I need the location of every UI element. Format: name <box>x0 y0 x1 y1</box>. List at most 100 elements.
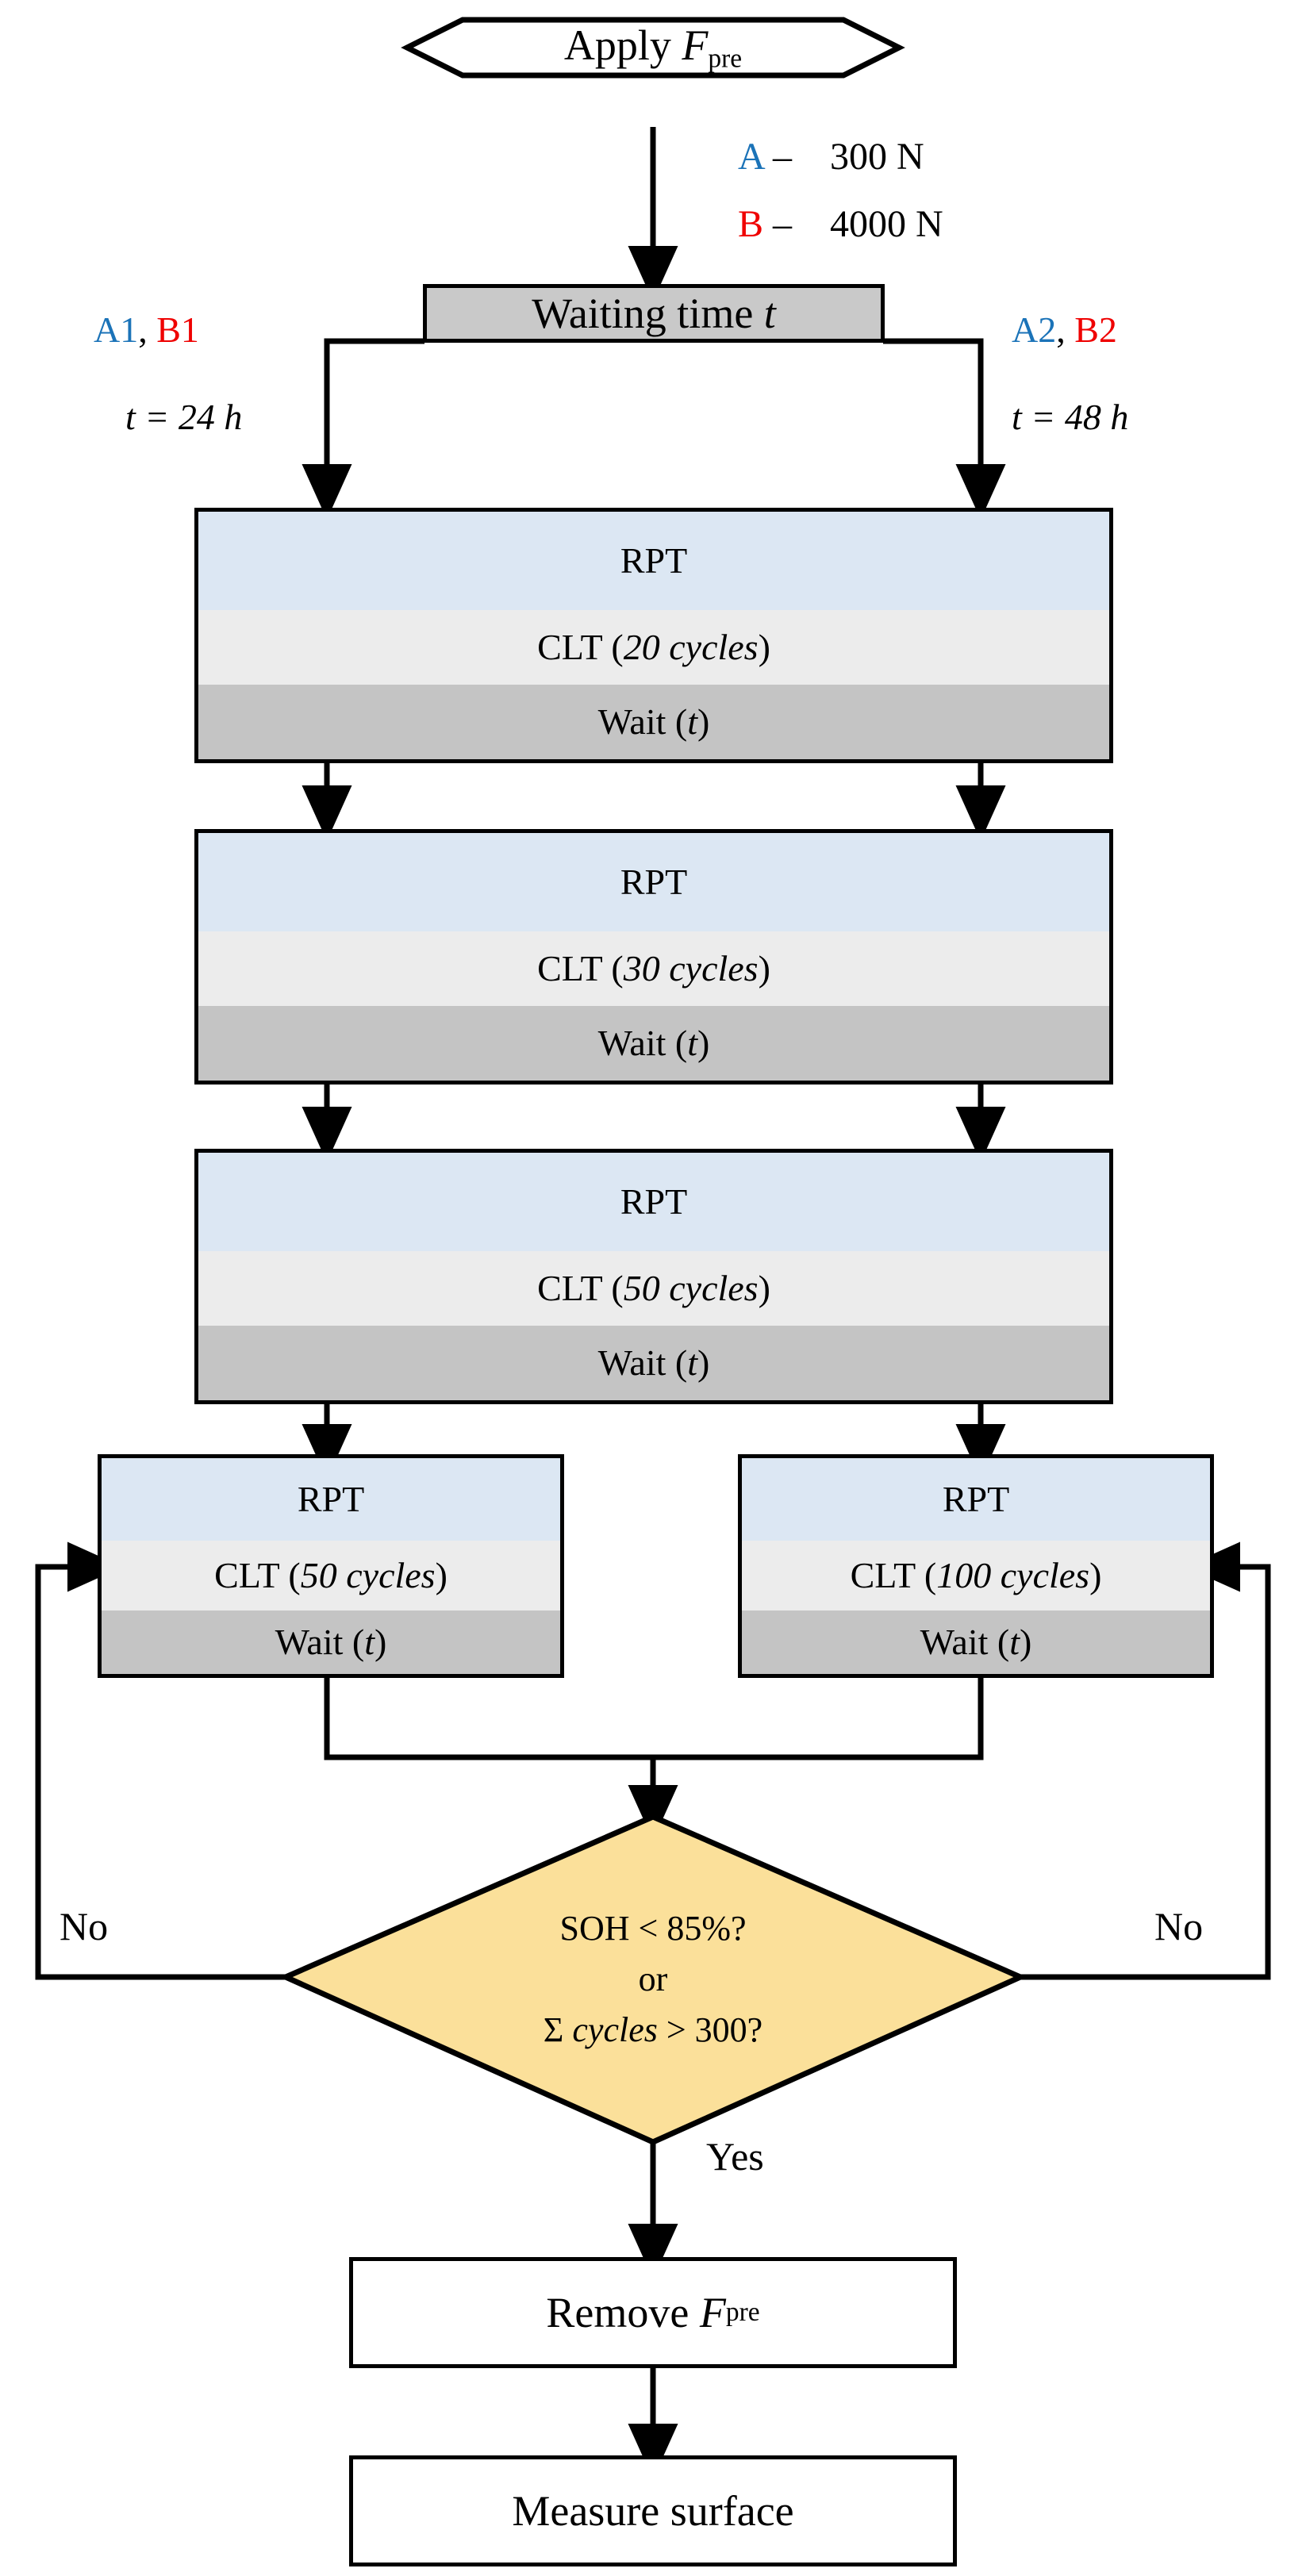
start-label-text: Apply <box>563 21 671 69</box>
loop-left-rpt-label: RPT <box>297 1479 365 1519</box>
block-1-rpt-band: RPT <box>198 512 1109 610</box>
decision-no-left-label: No <box>60 1904 109 1948</box>
loop-left-wait-prefix: Wait ( <box>275 1622 365 1662</box>
process-block-1[interactable]: RPT CLT (20 cycles) Wait (t) <box>194 508 1113 763</box>
block-2-wait-value: t <box>687 1023 697 1063</box>
loop-right-rpt-band: RPT <box>742 1458 1210 1541</box>
measure-label-text: Measure surface <box>512 2487 794 2535</box>
decision-line-2: or <box>638 1960 668 1999</box>
decision-yes-label: Yes <box>706 2134 764 2179</box>
remove-label-symbol: F <box>699 2289 726 2336</box>
block-2-clt-suffix: ) <box>758 948 770 989</box>
block-1-wait-band: Wait (t) <box>198 685 1109 759</box>
loop-left-clt-band: CLT (50 cycles) <box>102 1541 560 1610</box>
block-2-rpt-band: RPT <box>198 833 1109 931</box>
loop-right-rpt-label: RPT <box>942 1479 1010 1519</box>
block-3-wait-suffix: ) <box>697 1342 710 1383</box>
branch-left-code-a1: A1 <box>94 309 139 350</box>
block-3-clt-suffix: ) <box>758 1268 770 1308</box>
decision-no-right-label: No <box>1154 1904 1204 1948</box>
branch-right-separator: , <box>1056 309 1066 350</box>
block-1-wait-prefix: Wait ( <box>597 701 688 742</box>
block-3-clt-prefix: CLT ( <box>537 1268 624 1308</box>
loop-left-rpt-band: RPT <box>102 1458 560 1541</box>
loop-left-wait-band: Wait (t) <box>102 1610 560 1674</box>
legend-dash-a: – <box>773 136 793 178</box>
loop-right-wait-prefix: Wait ( <box>920 1622 1010 1662</box>
loop-right-clt-value: 100 cycles <box>936 1555 1090 1595</box>
waiting-time-node[interactable]: Waiting time t <box>423 284 885 343</box>
decision-threshold: > 300? <box>666 2010 763 2049</box>
block-1-wait-suffix: ) <box>697 701 710 742</box>
waiting-time-variable: t <box>763 290 776 337</box>
block-3-rpt-band: RPT <box>198 1153 1109 1251</box>
loop-left-wait-value: t <box>364 1622 375 1662</box>
block-3-clt-band: CLT (50 cycles) <box>198 1251 1109 1326</box>
loop-left-wait-suffix: ) <box>374 1622 387 1662</box>
start-node-apply-force[interactable]: Apply Fpre <box>375 16 931 79</box>
loop-left-clt-value: 50 cycles <box>300 1555 436 1595</box>
process-block-2[interactable]: RPT CLT (30 cycles) Wait (t) <box>194 829 1113 1085</box>
legend-code-a: A <box>738 136 764 178</box>
block-3-wait-value: t <box>687 1342 697 1383</box>
branch-left-code-b1: B1 <box>156 309 199 350</box>
loop-left-clt-suffix: ) <box>435 1555 447 1595</box>
start-node-label: Apply Fpre <box>564 24 742 72</box>
branch-right-code-a2: A2 <box>1012 309 1057 350</box>
block-3-wait-prefix: Wait ( <box>597 1342 688 1383</box>
block-1-clt-suffix: ) <box>758 627 770 667</box>
loop-right-clt-band: CLT (100 cycles) <box>742 1541 1210 1610</box>
block-2-wait-band: Wait (t) <box>198 1006 1109 1081</box>
loop-block-left[interactable]: RPT CLT (50 cycles) Wait (t) <box>98 1454 564 1678</box>
block-2-clt-band: CLT (30 cycles) <box>198 931 1109 1006</box>
legend-dash-b: – <box>773 203 793 245</box>
start-label-subscript: pre <box>708 43 743 73</box>
loop-right-wait-value: t <box>1009 1622 1020 1662</box>
block-2-wait-suffix: ) <box>697 1023 710 1063</box>
legend-row-b: B – 4000 N <box>738 202 943 246</box>
legend-value-b: 4000 N <box>830 203 943 245</box>
loop-right-clt-suffix: ) <box>1089 1555 1102 1595</box>
block-1-clt-prefix: CLT ( <box>537 627 624 667</box>
block-3-clt-value: 50 cycles <box>623 1268 759 1308</box>
waiting-time-label: Waiting time <box>532 290 754 337</box>
branch-label-right-time: t = 48 h <box>1012 397 1129 437</box>
process-block-3[interactable]: RPT CLT (50 cycles) Wait (t) <box>194 1149 1113 1404</box>
start-label-symbol: F <box>682 21 709 69</box>
loop-right-wait-suffix: ) <box>1019 1622 1032 1662</box>
block-1-wait-value: t <box>687 701 697 742</box>
block-1-clt-value: 20 cycles <box>623 627 759 667</box>
decision-cycles-word: cycles <box>572 2010 658 2049</box>
block-2-wait-prefix: Wait ( <box>597 1023 688 1063</box>
block-3-rpt-label: RPT <box>620 1181 688 1222</box>
remove-label-subscript: pre <box>725 2298 760 2328</box>
legend-code-b: B <box>738 203 764 245</box>
block-1-rpt-label: RPT <box>620 540 688 581</box>
branch-right-code-b2: B2 <box>1074 309 1117 350</box>
branch-label-left-time: t = 24 h <box>125 397 243 437</box>
decision-sigma-symbol: Σ <box>543 2010 564 2049</box>
branch-left-separator: , <box>138 309 148 350</box>
block-3-wait-band: Wait (t) <box>198 1326 1109 1400</box>
branch-label-right-codes: A2, B2 <box>1012 309 1117 351</box>
legend-value-a: 300 N <box>830 136 924 178</box>
decision-line-3: Σ cycles > 300? <box>544 2005 762 2056</box>
block-1-clt-band: CLT (20 cycles) <box>198 610 1109 685</box>
branch-label-left-codes: A1, B1 <box>94 309 199 351</box>
decision-text: SOH < 85%? or Σ cycles > 300? <box>282 1813 1024 2146</box>
block-2-clt-prefix: CLT ( <box>537 948 624 989</box>
loop-left-clt-prefix: CLT ( <box>214 1555 301 1595</box>
block-2-clt-value: 30 cycles <box>623 948 759 989</box>
decision-line-1: SOH < 85%? <box>559 1909 747 1948</box>
loop-right-wait-band: Wait (t) <box>742 1610 1210 1674</box>
decision-node[interactable]: SOH < 85%? or Σ cycles > 300? <box>282 1813 1024 2146</box>
hexagon-shape <box>401 17 905 79</box>
diamond-shape <box>282 1814 1024 2145</box>
remove-label-text: Remove <box>546 2289 689 2336</box>
legend-row-a: A – 300 N <box>738 135 924 179</box>
loop-block-right[interactable]: RPT CLT (100 cycles) Wait (t) <box>738 1454 1214 1678</box>
block-2-rpt-label: RPT <box>620 862 688 902</box>
end-step-measure-surface[interactable]: Measure surface <box>349 2455 957 2566</box>
